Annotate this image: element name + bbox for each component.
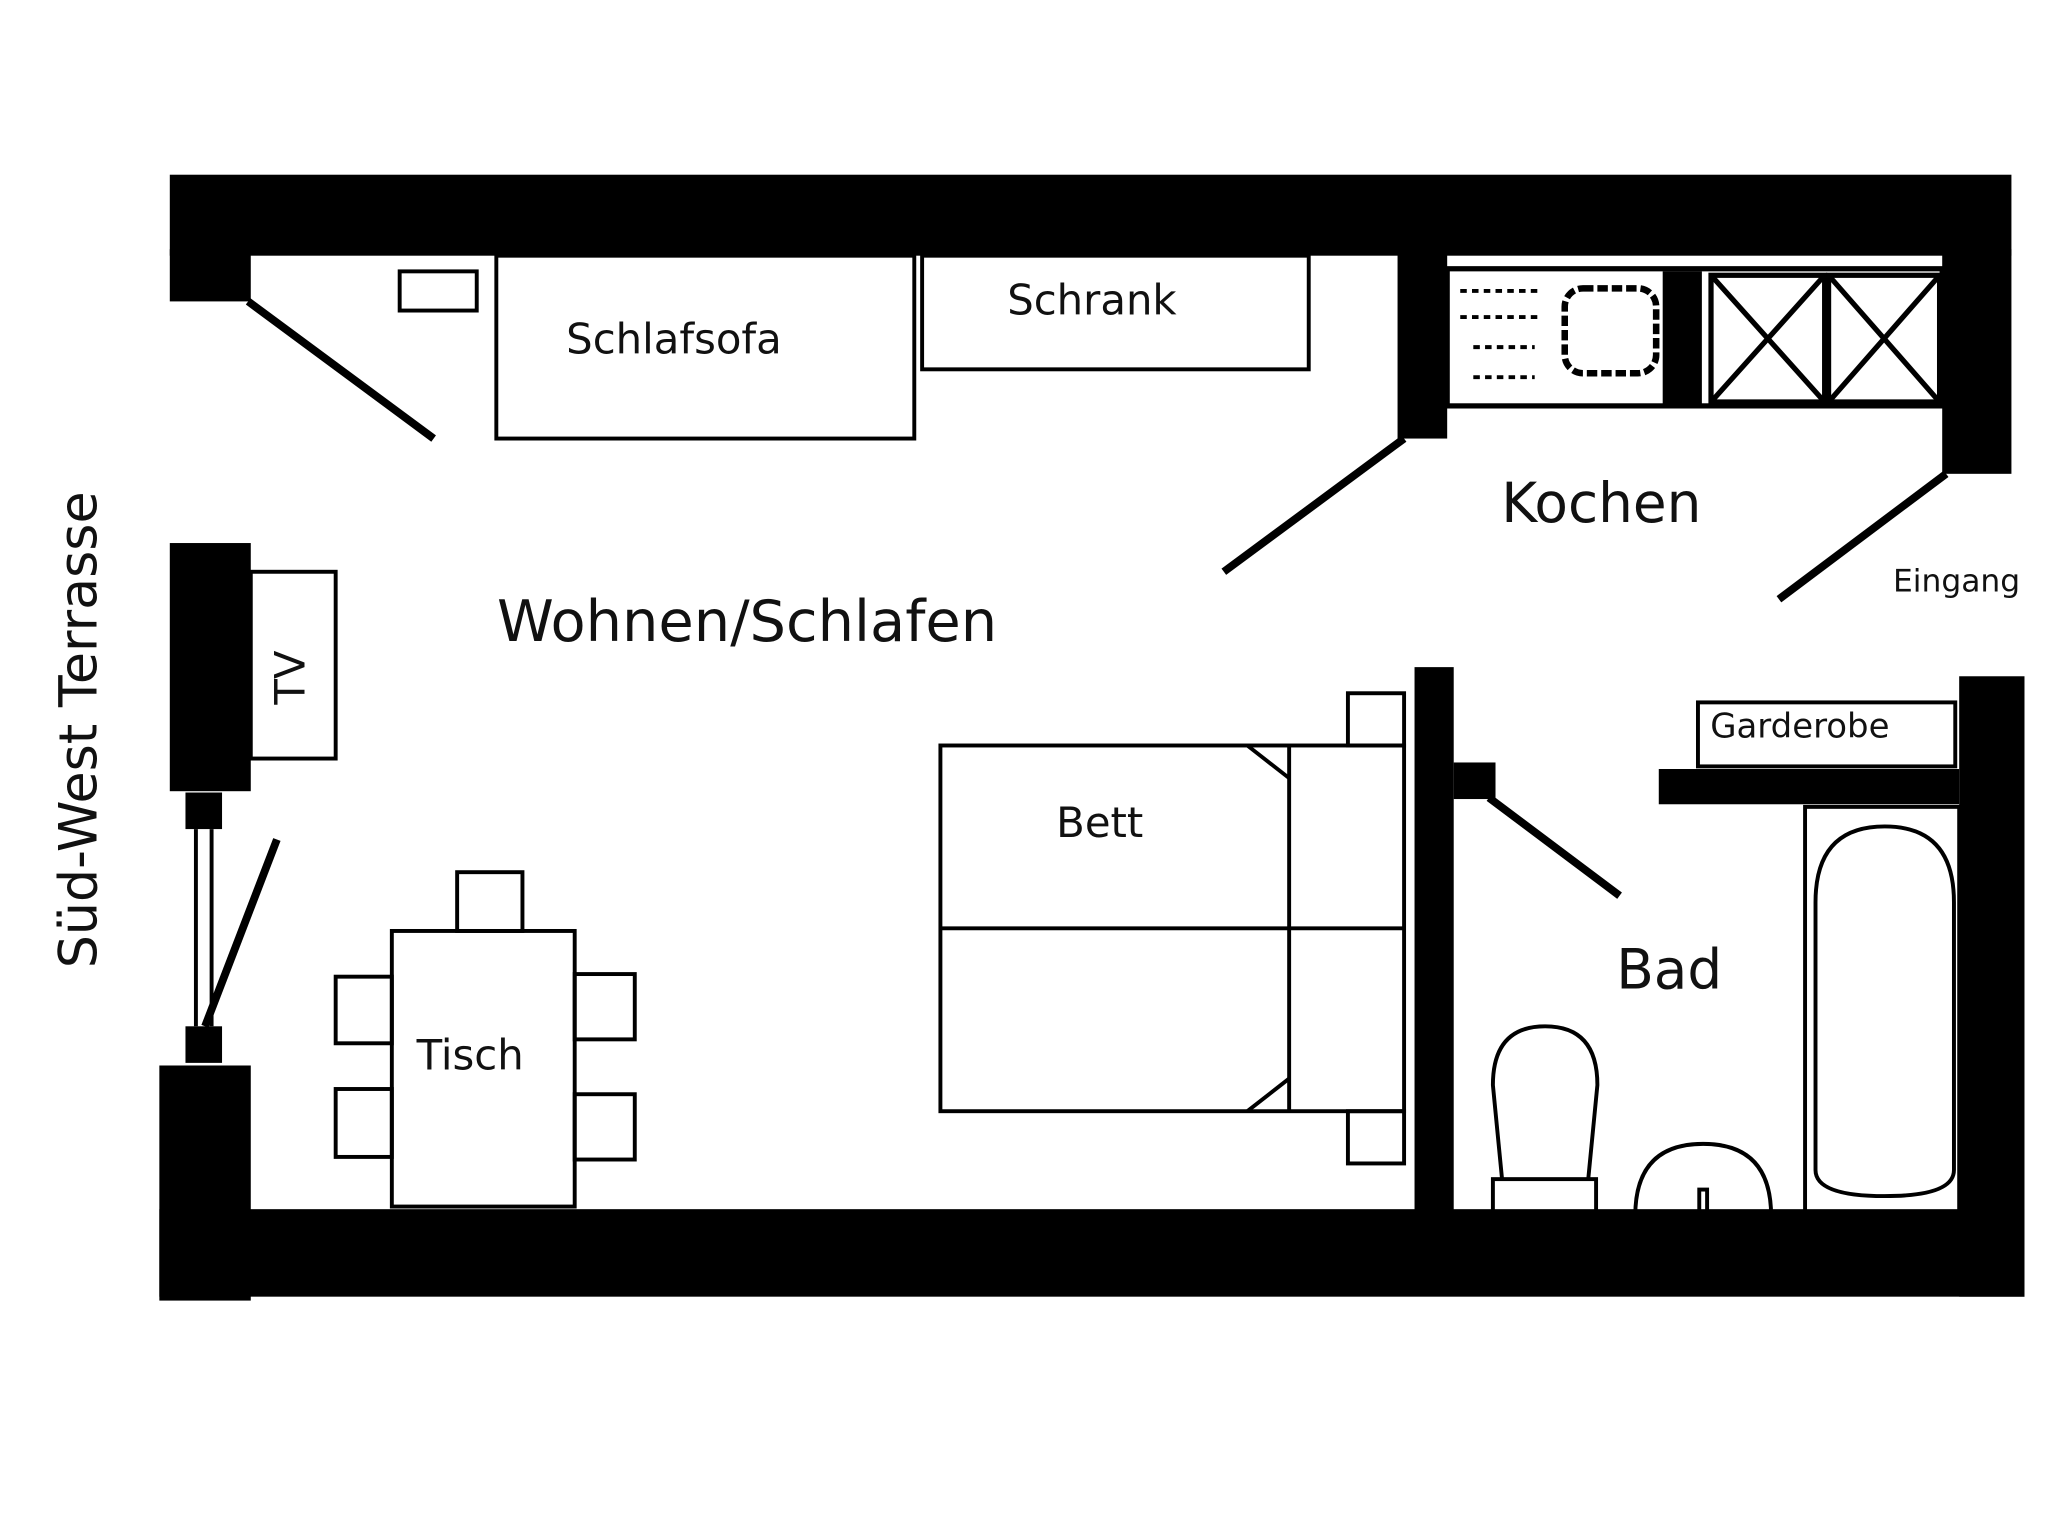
dining-table	[333, 870, 637, 1209]
chair	[455, 870, 525, 933]
kitchen-left-wall	[1397, 249, 1448, 439]
door-swing-entrance	[1776, 470, 1949, 603]
tv-label: TV	[265, 650, 314, 706]
wall-stub-top-left	[169, 249, 251, 302]
bottom-wall	[159, 1209, 2025, 1297]
door-swing-terrace	[201, 838, 281, 1028]
wardrobe	[920, 253, 1311, 372]
door-swing-kitchen	[1221, 435, 1407, 575]
kitchen-label: Kochen	[1501, 471, 1701, 535]
wardrobe-label: Schrank	[1007, 275, 1177, 324]
chair	[572, 1092, 637, 1162]
entrance-label: Eingang	[1893, 563, 2020, 599]
nightstand-bottom	[1345, 1109, 1407, 1166]
nightstand-top	[1345, 691, 1407, 748]
washbasin	[1633, 1141, 1774, 1218]
kitchen-counter	[1444, 266, 1945, 409]
small-cabinet	[397, 269, 479, 313]
bathtub	[1803, 804, 1962, 1218]
door-swing-top-left	[245, 298, 436, 442]
table-label: Tisch	[416, 1030, 524, 1079]
coat-rack-shelf-wall	[1658, 769, 1960, 805]
bath-label: Bad	[1616, 937, 1722, 1001]
bath-door-hinge	[1453, 762, 1496, 800]
toilet	[1490, 1024, 1600, 1218]
left-wall-upper	[169, 543, 251, 792]
sofa-label: Schlafsofa	[566, 315, 782, 364]
living-room-label: Wohnen/Schlafen	[497, 588, 997, 655]
door-swing-bath	[1486, 794, 1622, 899]
stove-icon	[1460, 285, 1660, 380]
tv-unit	[248, 569, 338, 761]
coat-rack	[1695, 700, 1958, 769]
chair	[572, 972, 637, 1042]
kitchen-right-wall	[1942, 249, 2012, 474]
coat-rack-label: Garderobe	[1710, 707, 1889, 747]
counter-divider	[1662, 271, 1702, 406]
sofa	[494, 253, 917, 441]
bed	[938, 691, 1407, 1166]
chair	[333, 1087, 394, 1159]
terrace-window	[185, 792, 223, 1063]
bed-label: Bett	[1056, 798, 1143, 847]
chair	[333, 974, 394, 1046]
bath-right-wall	[1959, 676, 2025, 1297]
bath-left-wall	[1414, 667, 1454, 1216]
walls	[159, 174, 2025, 1301]
terrace-label: Süd-West Terrasse	[50, 491, 110, 968]
doors	[201, 298, 1949, 1028]
sink-cross-icon	[1708, 272, 1943, 405]
top-wall	[169, 174, 2012, 256]
